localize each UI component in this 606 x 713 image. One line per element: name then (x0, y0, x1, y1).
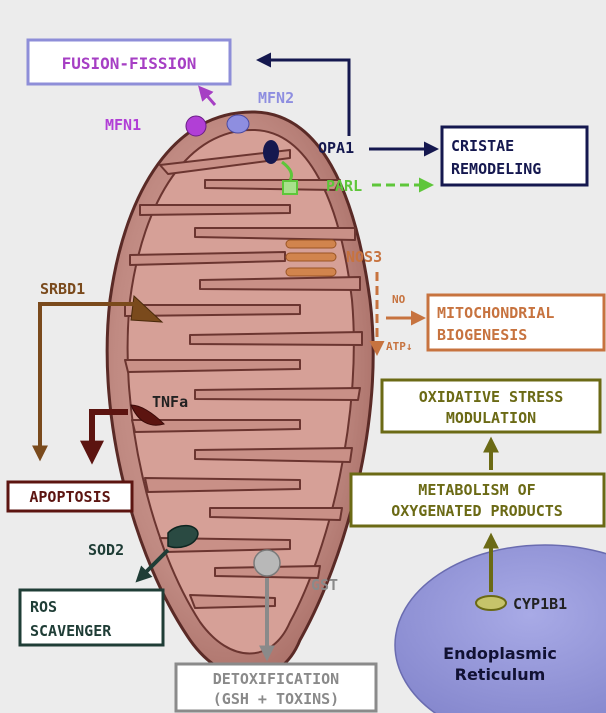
no-label: NO (392, 293, 406, 306)
atp-label: ATP↓ (386, 340, 413, 353)
detox-line2: (GSH + TOXINS) (213, 690, 339, 708)
sod2-label: SOD2 (88, 541, 124, 559)
cyp1b1-protein (476, 596, 506, 610)
fusion-fission-label: FUSION-FISSION (62, 54, 197, 73)
nos3-label: NOS3 (346, 248, 382, 266)
oxidative-line1: OXIDATIVE STRESS (419, 388, 564, 406)
ros-line1: ROS (30, 598, 57, 616)
biogenesis-line1: MITOCHONDRIAL (437, 304, 554, 322)
mfn1-protein (186, 116, 206, 136)
er-line1: Endoplasmic (443, 644, 557, 663)
srbd1-label: SRBD1 (40, 280, 85, 298)
er-line2: Reticulum (455, 665, 546, 684)
metabolism-line2: OXYGENATED PRODUCTS (391, 502, 563, 520)
nos3-protein (286, 240, 336, 276)
opa1-label: OPA1 (318, 139, 354, 157)
mfn1-label: MFN1 (105, 116, 141, 134)
cyp1b1-label: CYP1B1 (513, 595, 567, 613)
mfn2-label: MFN2 (258, 89, 294, 107)
endoplasmic-reticulum (395, 545, 606, 713)
parl-label: PARL (326, 177, 362, 195)
metabolism-line1: METABOLISM OF (418, 481, 535, 499)
opa1-protein (263, 140, 279, 164)
parl-square (283, 181, 297, 194)
cristae-line2: REMODELING (451, 160, 541, 178)
gst-protein (254, 550, 280, 576)
mfn2-protein (227, 115, 249, 133)
fusion-arrow (202, 90, 215, 105)
oxidative-line2: MODULATION (446, 409, 536, 427)
biogenesis-line2: BIOGENESIS (437, 326, 527, 344)
gst-label: GST (311, 576, 338, 594)
detox-line1: DETOXIFICATION (213, 670, 339, 688)
tnfa-label: TNFa (152, 393, 188, 411)
apoptosis-label: APOPTOSIS (29, 488, 110, 506)
cristae-line1: CRISTAE (451, 137, 514, 155)
ros-line2: SCAVENGER (30, 622, 112, 640)
